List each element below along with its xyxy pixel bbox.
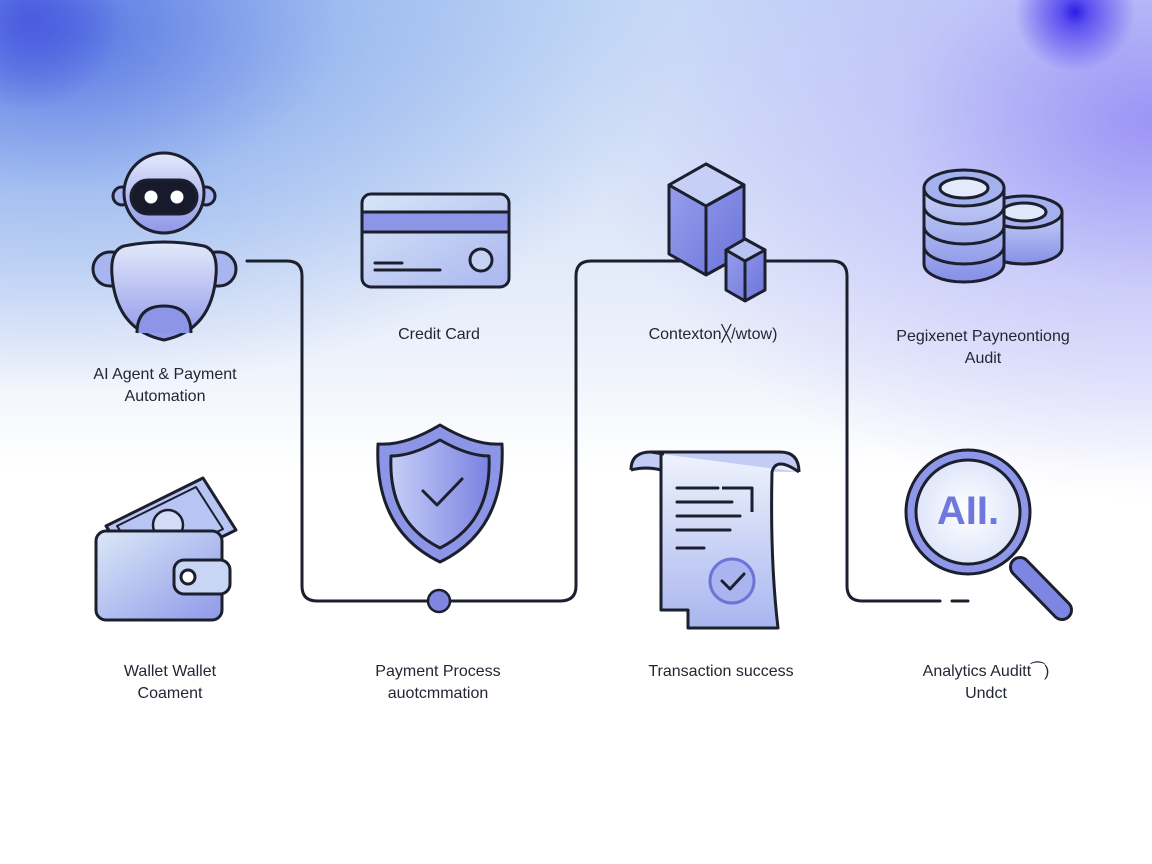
label-credit-card: Credit Card [398, 326, 480, 343]
magnifier-icon: AII. [904, 448, 1073, 621]
magnifier-text: AII. [937, 489, 999, 533]
receipt-check-icon [629, 450, 801, 630]
wallet-icon [94, 476, 238, 622]
label-analytics: Analytics Auditt⁀)Undct [922, 663, 1050, 702]
credit-card-icon [360, 192, 511, 289]
label-context: Contexton╳/wtow) [648, 326, 778, 343]
coin-stack-icon [922, 168, 1064, 284]
cubes-icon [667, 162, 767, 303]
shield-check-icon [376, 423, 504, 564]
robot-icon [91, 151, 238, 342]
flow-connector [245, 259, 942, 603]
flow-node-dot [426, 588, 452, 614]
label-transaction: Transaction success [648, 663, 794, 680]
